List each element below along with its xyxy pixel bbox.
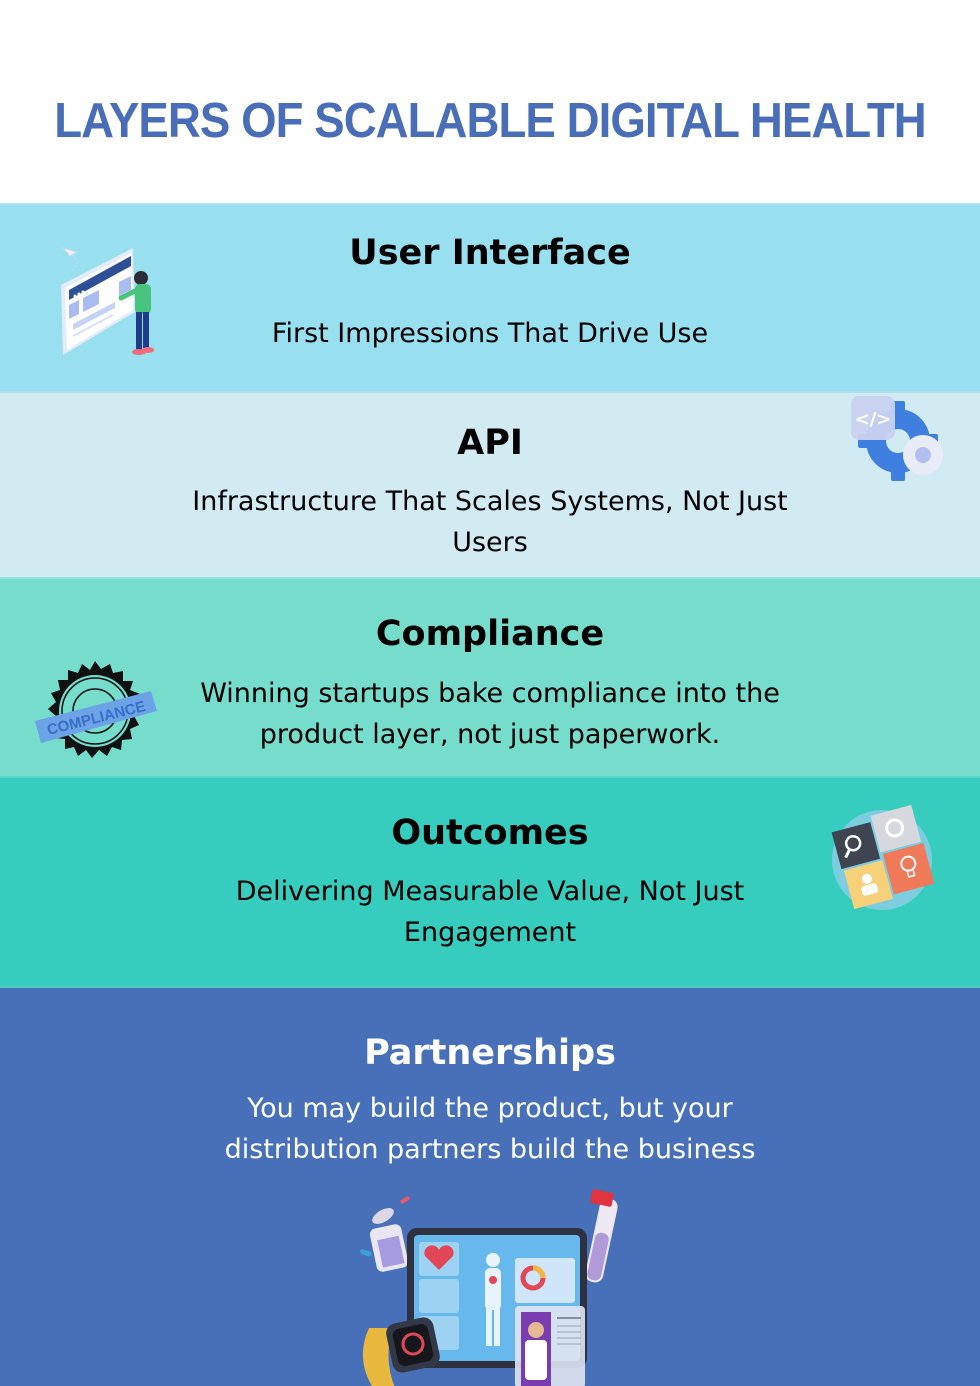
person-at-dashboard-icon	[61, 247, 154, 355]
layer-heading: Partnerships	[364, 1033, 616, 1073]
svg-text:</>: </>	[855, 409, 892, 430]
layer-heading: API	[457, 423, 523, 463]
layer-description: First Impressions That Drive Use	[271, 318, 709, 349]
layer-description: Delivering Measurable Value, Not Just En…	[235, 876, 745, 948]
layer-partnerships: Partnerships You may build the product, …	[0, 986, 980, 1386]
layer-heading: User Interface	[349, 233, 631, 273]
layer-user-interface: User Interface First Impressions That Dr…	[0, 203, 980, 391]
digital-health-tablet-icon	[359, 1189, 618, 1386]
layer-api: API Infrastructure That Scales Systems, …	[0, 391, 980, 577]
puzzle-pieces-icon	[831, 804, 935, 910]
layer-heading: Compliance	[375, 614, 605, 654]
layer-heading: Outcomes	[391, 813, 589, 853]
layer-description: Winning startups bake compliance into th…	[200, 678, 780, 750]
layer-description: Infrastructure That Scales Systems, Not …	[192, 486, 788, 558]
layer-outcomes: Outcomes Delivering Measurable Value, No…	[0, 776, 980, 986]
compliance-seal-icon: COMPLIANCE	[35, 661, 157, 758]
layer-description: You may build the product, but your dist…	[224, 1093, 756, 1165]
code-gears-icon: </>	[851, 396, 943, 481]
page-title: LAYERS OF SCALABLE DIGITAL HEALTH	[54, 94, 926, 148]
layer-compliance: Compliance Winning startups bake complia…	[0, 577, 980, 776]
title-area: LAYERS OF SCALABLE DIGITAL HEALTH	[0, 0, 980, 203]
